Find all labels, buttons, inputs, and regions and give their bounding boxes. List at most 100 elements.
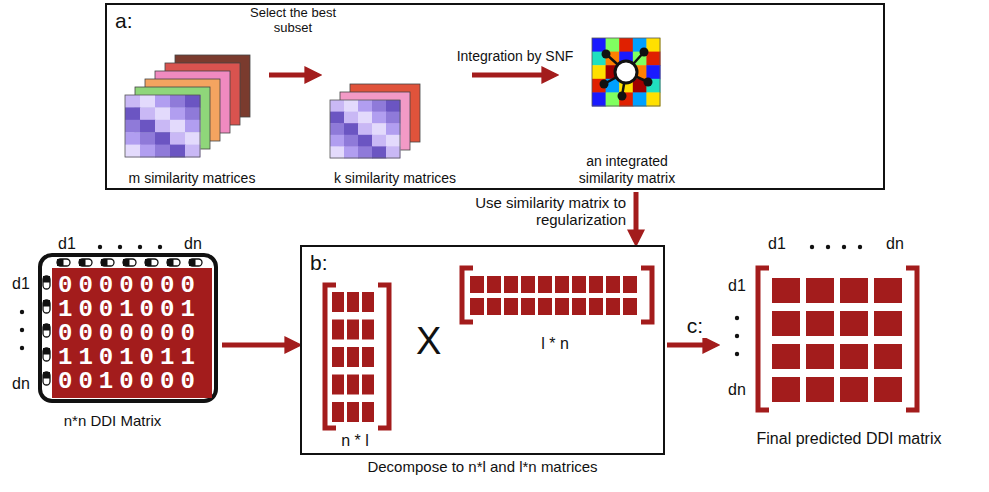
matrix-cell bbox=[386, 112, 401, 124]
flow-arrow bbox=[472, 73, 554, 78]
matrix-cell bbox=[125, 132, 141, 145]
matrix-block bbox=[606, 298, 620, 315]
matrix-block bbox=[874, 311, 902, 336]
drug-capsule bbox=[123, 259, 136, 266]
flow-arrow bbox=[222, 343, 297, 348]
matrix-cell bbox=[358, 112, 373, 124]
drug-capsule bbox=[189, 259, 202, 266]
matrix-block bbox=[362, 347, 374, 367]
matrix-cell bbox=[358, 146, 373, 158]
interaction-row: 0010000 bbox=[58, 370, 201, 394]
matrix-block bbox=[504, 276, 518, 293]
matrix-cell bbox=[646, 65, 660, 79]
factor-matrix: n * l bbox=[320, 275, 390, 450]
matrix-block bbox=[332, 375, 344, 395]
ellipsis-dot bbox=[98, 245, 102, 249]
ellipsis-dot bbox=[842, 245, 846, 249]
matrix-cell bbox=[372, 123, 387, 135]
matrix-block bbox=[806, 311, 834, 336]
matrix-block bbox=[589, 298, 603, 315]
matrix-cell bbox=[592, 92, 606, 106]
matrix-cell bbox=[358, 123, 373, 135]
matrix-cell bbox=[125, 120, 141, 133]
drug-capsule bbox=[43, 276, 50, 289]
panel-letter: a: bbox=[115, 9, 133, 32]
drug-capsule-half bbox=[43, 276, 50, 283]
drug-capsule bbox=[43, 300, 50, 313]
matrix-cell bbox=[125, 95, 141, 108]
matrix-block bbox=[772, 311, 800, 336]
matrix-cell bbox=[155, 132, 171, 145]
matrix-cell bbox=[185, 120, 201, 133]
matrix-caption: Final predicted DDI matrix bbox=[757, 429, 942, 448]
matrix-bracket bbox=[906, 268, 917, 410]
ellipsis-dot bbox=[138, 245, 142, 249]
matrix-block bbox=[840, 278, 868, 303]
matrix-caption: n * l bbox=[341, 431, 369, 450]
drug-capsule bbox=[43, 324, 50, 337]
matrix-cell bbox=[386, 135, 401, 147]
drug-index: dn bbox=[12, 376, 30, 392]
matrix-caption: m similarity matrices bbox=[129, 170, 256, 187]
network-hub bbox=[615, 61, 637, 83]
network-dot bbox=[602, 50, 611, 59]
matrix-block bbox=[840, 377, 868, 402]
drug-capsule-half bbox=[57, 259, 64, 266]
matrix-cell bbox=[185, 95, 201, 108]
matrix-block bbox=[332, 402, 344, 422]
drug-capsule bbox=[79, 259, 92, 266]
matrix-cell bbox=[386, 146, 401, 158]
matrix-bracket bbox=[758, 268, 769, 410]
matrix-block bbox=[840, 344, 868, 369]
matrix-cell bbox=[125, 107, 141, 120]
matrix-cell bbox=[646, 52, 660, 66]
matrix-block bbox=[362, 320, 374, 340]
matrix-cell bbox=[372, 100, 387, 112]
matrix-block bbox=[874, 278, 902, 303]
matrix-cell bbox=[619, 38, 633, 52]
step-panel: a: m similarity matrices k similarity matr… bbox=[105, 3, 885, 190]
matrix-block bbox=[487, 276, 501, 293]
flow-arrow bbox=[269, 73, 317, 78]
network-dot bbox=[644, 78, 653, 87]
matrix-cell bbox=[386, 100, 401, 112]
matrix-cell bbox=[372, 146, 387, 158]
drug-capsule-half bbox=[145, 259, 152, 266]
matrix-cell bbox=[344, 123, 359, 135]
matrix-layer bbox=[135, 87, 210, 149]
matrix-cell bbox=[140, 107, 156, 120]
matrix-block bbox=[572, 298, 586, 315]
drug-index: dn bbox=[184, 236, 202, 252]
matrix-frame bbox=[125, 95, 200, 157]
matrix-cell bbox=[170, 132, 186, 145]
matrix-cell bbox=[125, 145, 141, 158]
matrix-block bbox=[874, 344, 902, 369]
drug-index: d1 bbox=[58, 236, 76, 252]
ellipsis-dot bbox=[20, 346, 24, 350]
drug-index: dn bbox=[728, 382, 746, 398]
matrix-block bbox=[362, 292, 374, 312]
interaction-row: 1101011 bbox=[58, 346, 201, 370]
ddi-matrix bbox=[52, 268, 212, 398]
matrix-cell bbox=[358, 100, 373, 112]
ellipsis-dot bbox=[735, 352, 739, 356]
drug-capsule-half bbox=[43, 300, 50, 307]
drug-index: d1 bbox=[728, 278, 746, 294]
network-dot bbox=[640, 48, 649, 57]
matrix-block bbox=[332, 320, 344, 340]
drug-capsule-half bbox=[189, 259, 196, 266]
drug-capsule-half bbox=[43, 372, 50, 379]
matrix-block bbox=[623, 276, 637, 293]
matrix-cell bbox=[330, 100, 345, 112]
matrix-cell bbox=[606, 92, 620, 106]
ellipsis-dot bbox=[735, 334, 739, 338]
ellipsis-dot bbox=[810, 245, 814, 249]
drug-capsule bbox=[145, 259, 158, 266]
matrix-block bbox=[521, 298, 535, 315]
matrix-block bbox=[347, 320, 359, 340]
matrix-cell bbox=[330, 112, 345, 124]
matrix-cell bbox=[372, 112, 387, 124]
matrix-caption: k similarity matrices bbox=[334, 170, 456, 187]
matrix-cell bbox=[155, 145, 171, 158]
panel-caption: Decompose to n*l and l*n matrices bbox=[282, 458, 683, 475]
